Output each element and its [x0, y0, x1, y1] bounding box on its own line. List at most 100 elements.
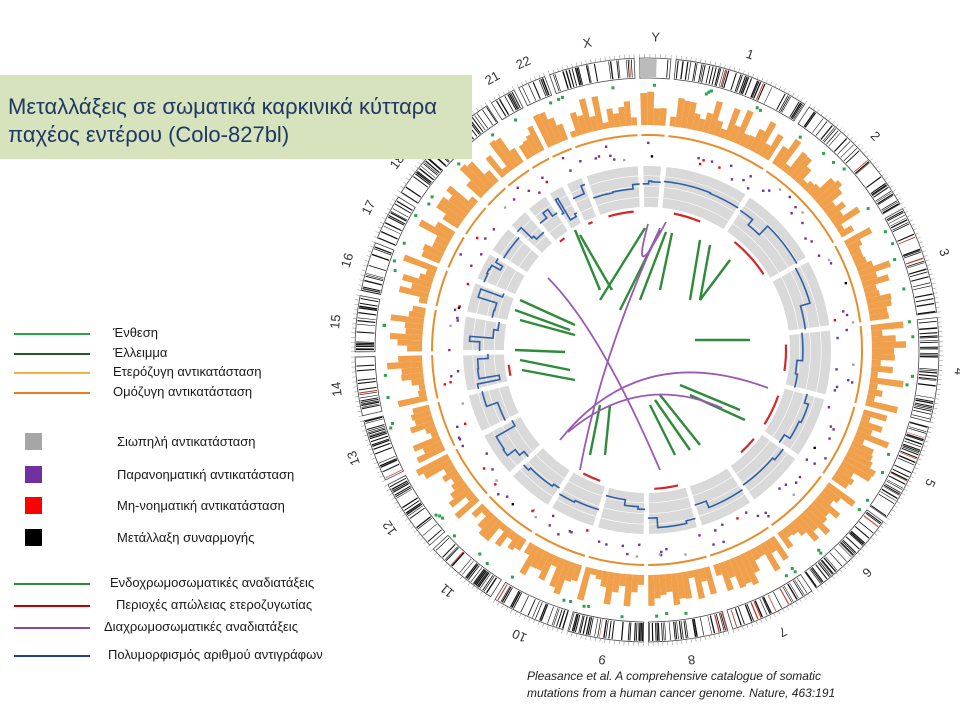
ideogram-tick: [363, 434, 368, 437]
ideogram-tick: [933, 407, 938, 410]
copy-number-gridline: [737, 213, 789, 269]
intrachromosomal-rearrangement-link: [519, 298, 576, 327]
chromosome-label-10: 10: [510, 626, 529, 646]
intrachromosomal-rearrangement-link: [699, 259, 731, 301]
ideogram-band: [513, 592, 523, 609]
insertion-dot: [865, 498, 869, 502]
ideogram-band: [779, 588, 790, 605]
legend-line-swatch: [14, 627, 90, 629]
histogram-bar: [864, 289, 881, 299]
ideogram-band: [870, 182, 886, 195]
histogram-bar: [390, 314, 425, 325]
ideogram-band: [878, 194, 894, 206]
ideogram-tick: [433, 552, 437, 556]
ideogram-tick: [843, 565, 847, 570]
ideogram-band: [661, 622, 663, 641]
ideogram-band: [905, 437, 923, 446]
ideogram-tick: [690, 638, 692, 643]
histogram-bar: [857, 260, 892, 278]
ideogram-tick: [590, 59, 592, 64]
histogram-bar: [843, 455, 876, 478]
insertion-dot: [414, 214, 418, 218]
histogram-bar: [494, 526, 513, 547]
ideogram-tick: [695, 637, 697, 642]
substitution-dot: [660, 550, 663, 554]
histogram-bar: [866, 293, 892, 305]
ideogram-tick: [935, 306, 940, 308]
ideogram-band: [594, 618, 599, 637]
ideogram-band: [764, 87, 773, 104]
ideogram-tick: [742, 70, 745, 75]
ideogram-tick: [860, 548, 865, 552]
histogram-bar: [659, 574, 667, 596]
histogram-bar: [848, 445, 873, 462]
histogram-bar: [814, 495, 841, 519]
copy-number-line-8: [647, 516, 696, 529]
substitution-dot: [512, 198, 516, 201]
histogram-bar: [485, 155, 507, 179]
ideogram-band: [683, 620, 687, 639]
title-line-2: παχέος εντέρου (Colo-827bl): [8, 122, 290, 147]
histogram-bar: [530, 547, 545, 569]
intrachromosomal-rearrangement-link: [521, 368, 576, 382]
ideogram-band: [637, 622, 639, 641]
ideogram-band: [365, 275, 384, 282]
histogram-bar: [870, 365, 894, 374]
copy-number-line-19: [516, 226, 545, 241]
copy-number-gridline: [694, 484, 740, 507]
ideogram-tick: [917, 458, 922, 461]
ideogram-tick: [927, 431, 932, 433]
histogram-bar: [769, 535, 789, 561]
ideogram-band: [707, 616, 712, 634]
histogram-bar: [434, 221, 456, 238]
insertion-dot: [430, 195, 434, 199]
ideogram-band: [909, 271, 928, 278]
ideogram-band: [854, 161, 870, 174]
ideogram-band: [815, 564, 828, 580]
histogram-bar: [723, 559, 736, 579]
ideogram-band: [527, 598, 536, 616]
ideogram-tick: [566, 65, 569, 69]
ideogram-band: [880, 491, 897, 502]
ideogram-band: [378, 455, 396, 464]
histogram-bar: [441, 468, 459, 483]
ideogram-tick: [904, 210, 909, 214]
insertion-dot: [485, 561, 489, 565]
substitution-dot: [833, 318, 837, 322]
substitution-dot: [531, 509, 534, 513]
substitution-dot: [638, 543, 641, 547]
copy-number-track-11: [510, 445, 573, 508]
histogram-bar: [686, 101, 697, 130]
substitution-dot: [658, 553, 662, 556]
copy-number-track-18: [489, 226, 542, 275]
ideogram-band: [853, 160, 868, 173]
copy-number-gridline: [483, 319, 487, 352]
ideogram-band: [378, 237, 396, 246]
ideogram-tick: [894, 505, 898, 508]
ideogram-tick: [459, 576, 463, 580]
substitution-dot: [480, 253, 483, 256]
interchromosomal-rearrangement-link: [641, 221, 667, 258]
substitution-dot: [749, 175, 752, 178]
loh-region: [733, 241, 765, 275]
ideogram-band: [898, 236, 916, 245]
ideogram-band: [738, 607, 745, 625]
substitution-dot: [778, 188, 782, 191]
histogram-bar: [846, 239, 863, 252]
copy-number-gridline: [534, 453, 566, 480]
histogram-bar: [591, 96, 605, 131]
substitution-dot: [835, 368, 838, 371]
ideogram-band: [362, 289, 380, 295]
histogram-bar: [859, 419, 883, 433]
copy-number-gridline: [553, 194, 568, 203]
histogram-bar: [525, 134, 541, 155]
ideogram-band: [719, 613, 725, 631]
substitution-dot: [827, 406, 831, 409]
ideogram-band: [638, 622, 641, 641]
copy-number-gridline: [602, 507, 645, 514]
ideogram-band: [888, 475, 906, 485]
chromosome-ideogram-ring: [351, 54, 943, 646]
ideogram-band: [371, 253, 390, 262]
ideogram-tick: [741, 625, 744, 630]
copy-number-gridline: [525, 226, 540, 241]
